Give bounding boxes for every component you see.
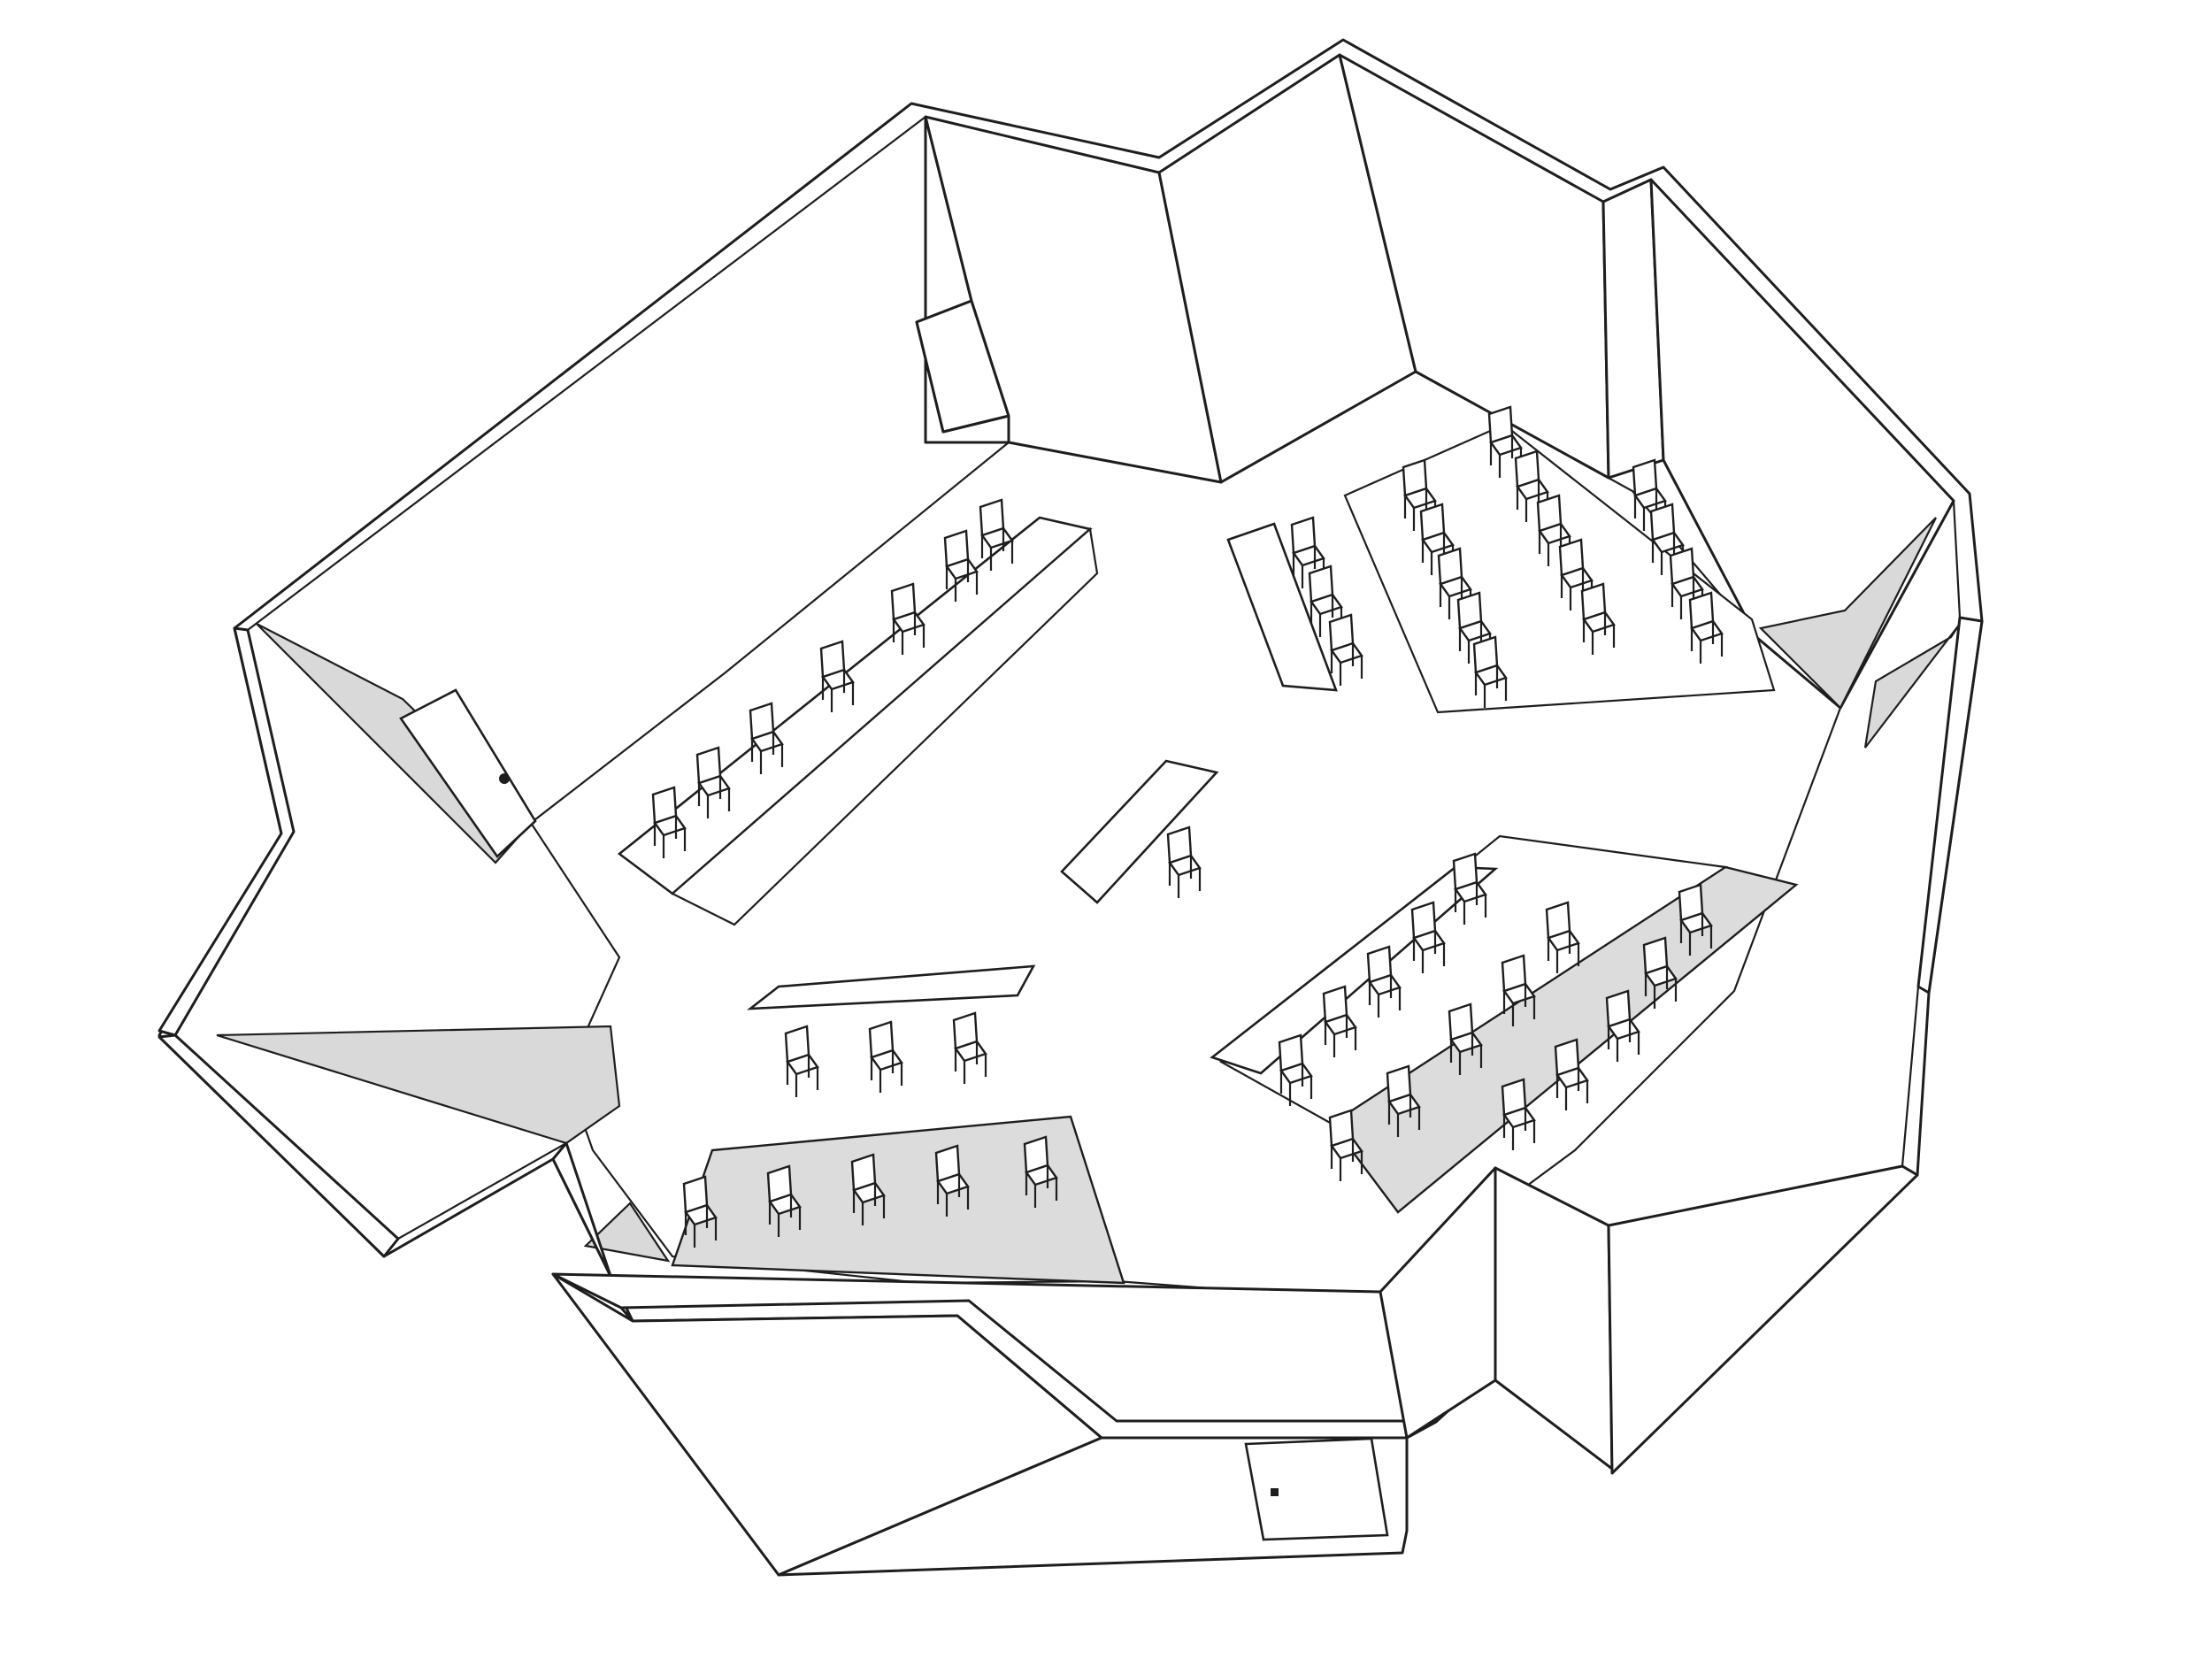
chair [749, 702, 784, 774]
chair [819, 640, 855, 712]
table-north-east-narrow [1226, 522, 1338, 692]
chair [1419, 503, 1455, 575]
south-wall-block [551, 616, 1984, 1577]
chair [943, 529, 979, 602]
chair [1605, 989, 1640, 1062]
chair [1328, 613, 1363, 686]
shadow-south-west [216, 1025, 621, 1145]
wall-face-east-tall [1916, 616, 1984, 995]
chair [1501, 1078, 1536, 1150]
chair [1632, 458, 1667, 531]
chair [1514, 449, 1549, 522]
wall-face-south-front [551, 1272, 1103, 1577]
chair [890, 582, 926, 655]
chair [1545, 901, 1580, 973]
chair [1536, 494, 1571, 566]
door-west[interactable] [399, 688, 537, 858]
wall-face-west-lower [157, 1033, 400, 1258]
platform-north-east [1343, 423, 1776, 714]
chair [1410, 901, 1446, 973]
chair [1308, 565, 1343, 637]
wall-face-west [157, 626, 296, 1037]
chair [1669, 547, 1704, 619]
chair [1487, 405, 1523, 478]
chair [952, 1011, 987, 1084]
chair [1278, 1033, 1313, 1106]
chair [979, 498, 1014, 571]
chair [1472, 635, 1508, 708]
chair [1437, 547, 1472, 619]
chair [1649, 503, 1685, 575]
chair [1366, 945, 1402, 1018]
chair [1688, 591, 1724, 664]
chair [1448, 1002, 1483, 1075]
shadow-east-corner [1758, 517, 1937, 710]
chair [1580, 582, 1616, 655]
table-north-long-side [671, 526, 1099, 926]
chair [1501, 954, 1536, 1026]
chair [1554, 1038, 1589, 1110]
wall-face-south-base [777, 1436, 1409, 1577]
chair [766, 1164, 802, 1237]
chair [695, 746, 731, 818]
chair [651, 786, 687, 858]
door-west-knob-icon [499, 773, 510, 784]
chair [1678, 883, 1713, 956]
platforms [671, 423, 1799, 1285]
chair [682, 1175, 718, 1248]
door-south[interactable] [1244, 1437, 1389, 1541]
chair [1452, 852, 1487, 925]
chair [1558, 538, 1594, 611]
chair [1023, 1135, 1058, 1208]
chair [1456, 591, 1492, 664]
chair [934, 1144, 970, 1217]
shadow-east-inner [1863, 623, 1961, 749]
tables [617, 516, 1499, 1075]
chairs [651, 405, 1724, 1248]
door-south-knob-icon [1271, 1488, 1279, 1496]
chair [1402, 458, 1437, 531]
chair [1328, 1109, 1363, 1181]
shadow-south-corner [583, 1202, 671, 1263]
wall-face-east-return [1607, 1164, 1919, 1475]
west-wall-block [157, 626, 537, 1258]
chair [1642, 936, 1678, 1009]
chair [850, 1153, 886, 1225]
table-center [1060, 759, 1219, 904]
chair [1290, 516, 1325, 588]
chair [784, 1025, 819, 1097]
table-south-west [746, 964, 1036, 1010]
chair [1386, 1064, 1421, 1137]
chair [1166, 826, 1202, 898]
chair [868, 1020, 903, 1093]
chair [1322, 985, 1357, 1057]
